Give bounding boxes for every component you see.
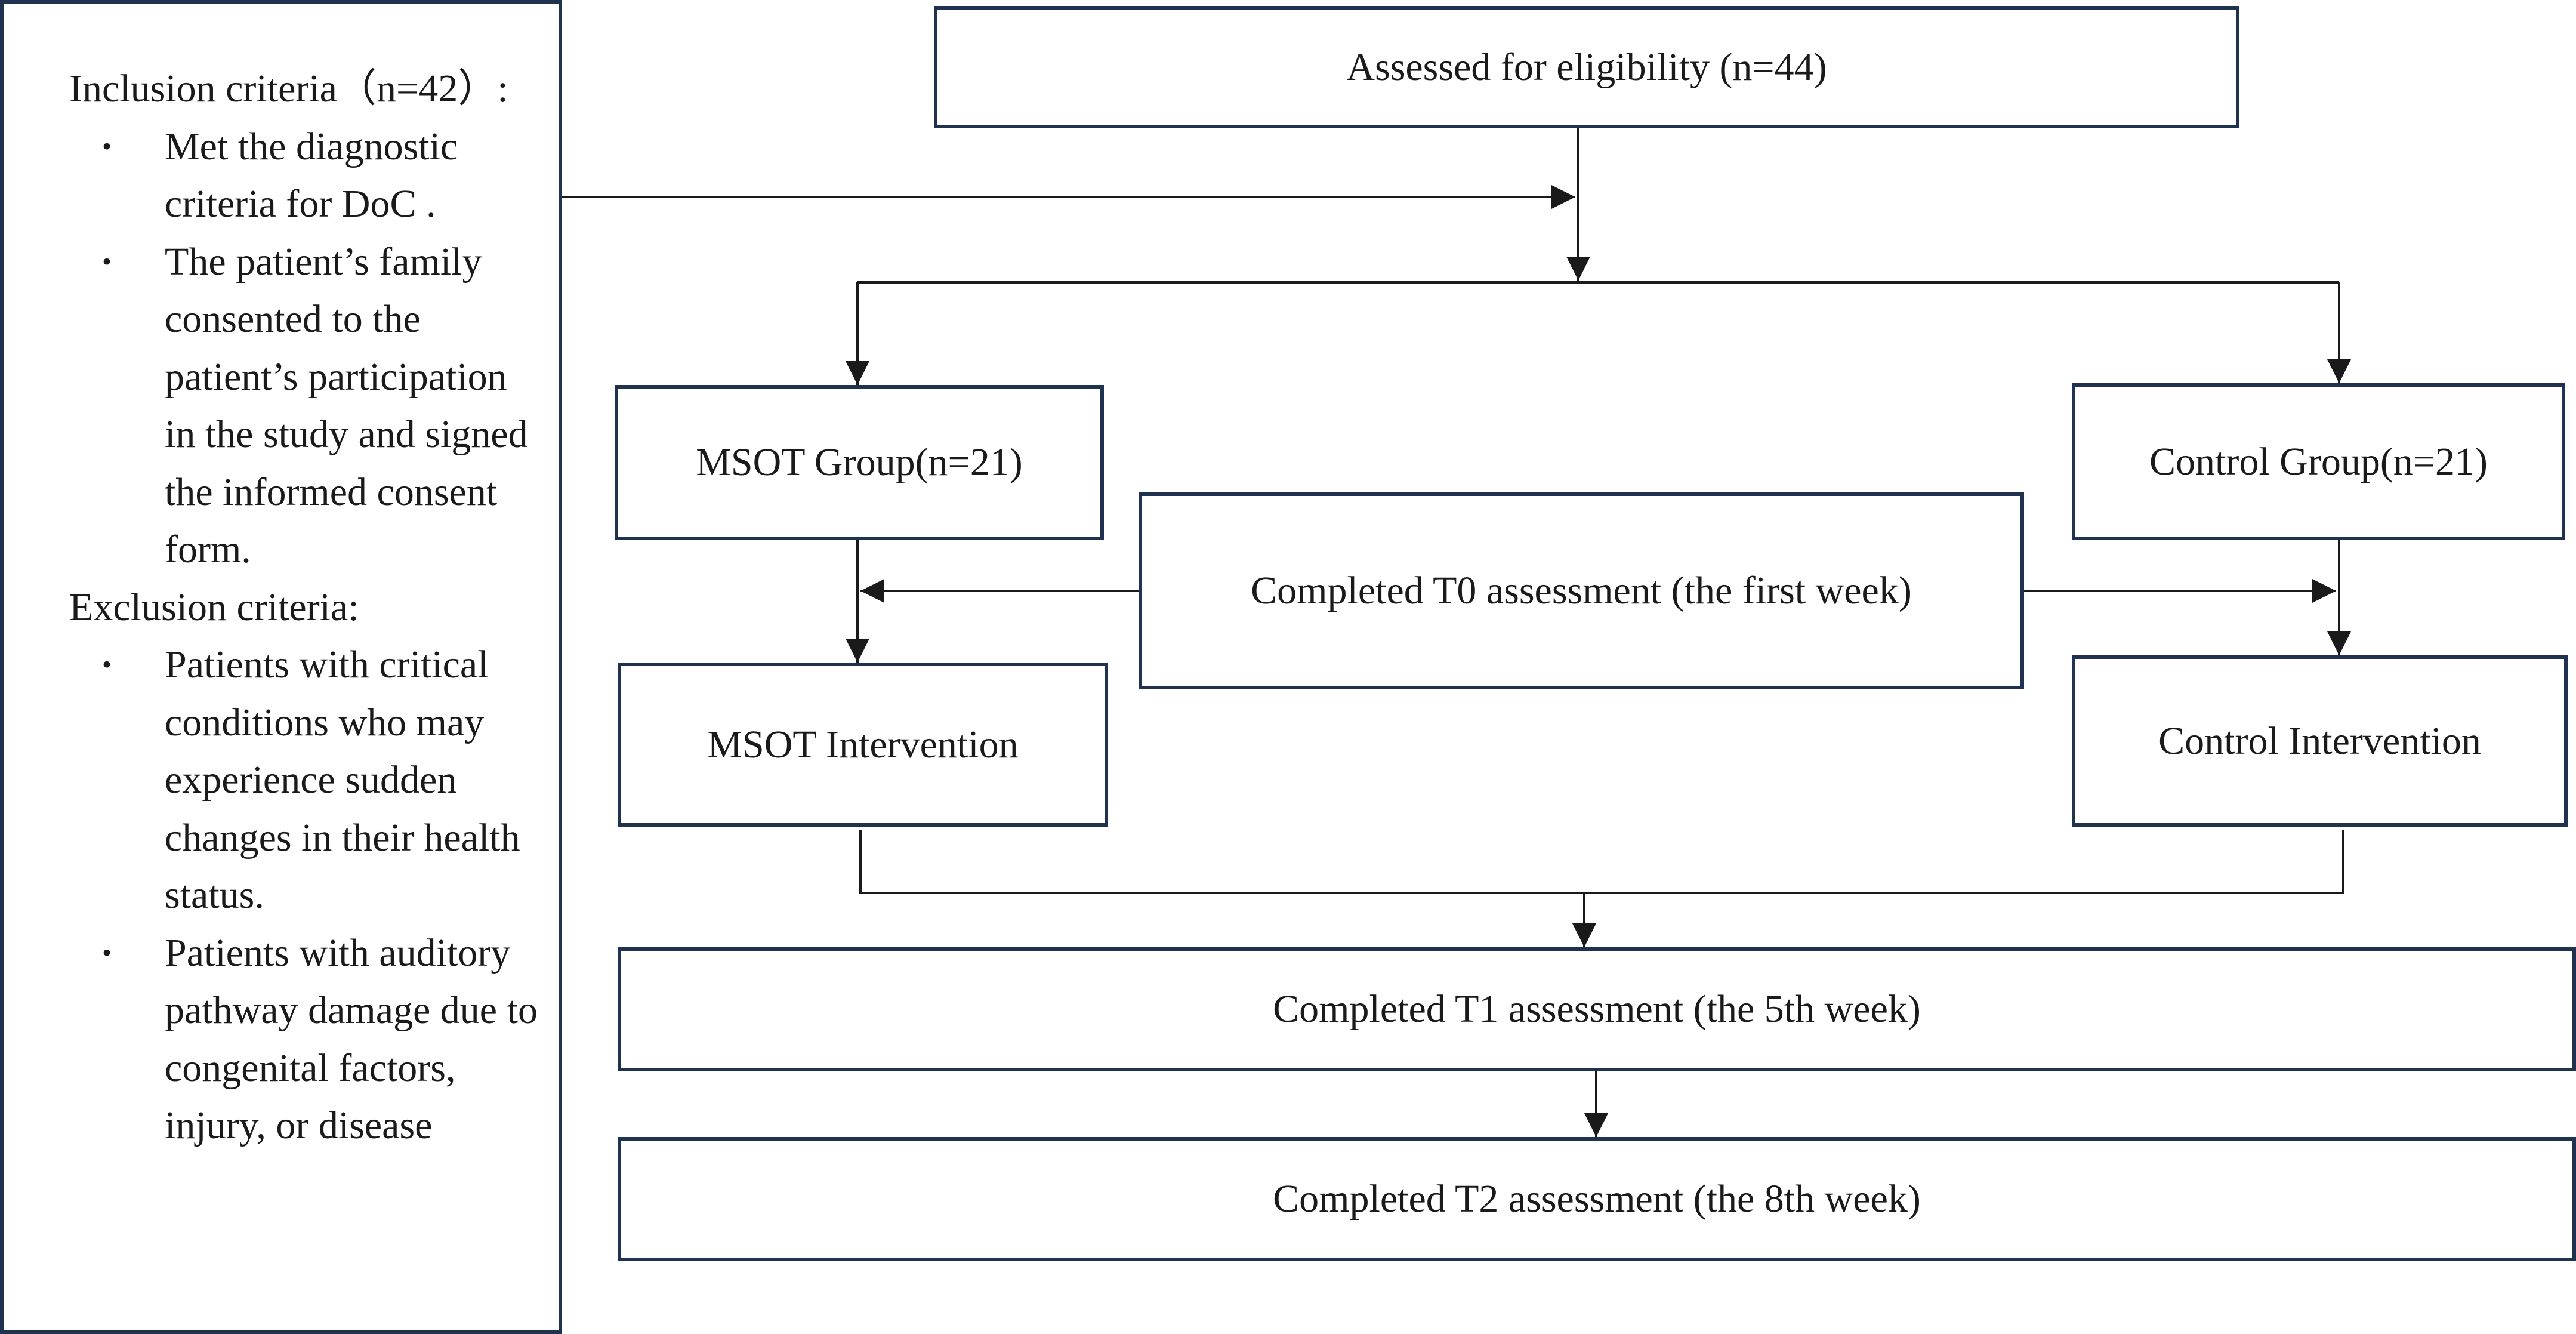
t2-assessment-box: Completed T2 assessment (the 8th week) <box>618 1137 2576 1261</box>
inclusion-criterion-2: The patient’s family consented to the pa… <box>69 233 535 579</box>
msot-intervention-box: MSOT Intervention <box>618 663 1108 827</box>
exclusion-criterion-1: Patients with critical conditions who ma… <box>69 636 547 925</box>
msot-group-box: MSOT Group(n=21) <box>615 385 1104 540</box>
control-intervention-box: Control Intervention <box>2072 655 2568 827</box>
t0-assessment-box: Completed T0 assessment (the first week) <box>1139 492 2024 689</box>
merge-interventions <box>859 830 2344 894</box>
exclusion-criterion-2: Patients with auditory pathway damage du… <box>69 925 547 1155</box>
inclusion-criterion-1: Met the diagnostic criteria for DoC . <box>69 118 535 233</box>
control-group-box: Control Group(n=21) <box>2072 383 2565 540</box>
eligibility-box: Assessed for eligibility (n=44) <box>934 6 2239 128</box>
exclusion-criteria-list: Patients with critical conditions who ma… <box>69 636 559 1155</box>
t1-assessment-box: Completed T1 assessment (the 5th week) <box>618 947 2576 1071</box>
inclusion-criteria-title: Inclusion criteria（n=42）: <box>69 67 508 110</box>
exclusion-criteria-title: Exclusion criteria: <box>69 585 359 629</box>
inclusion-criteria-list: Met the diagnostic criteria for DoC . Th… <box>69 118 559 579</box>
criteria-panel: Inclusion criteria（n=42）: Met the diagno… <box>0 0 562 1334</box>
